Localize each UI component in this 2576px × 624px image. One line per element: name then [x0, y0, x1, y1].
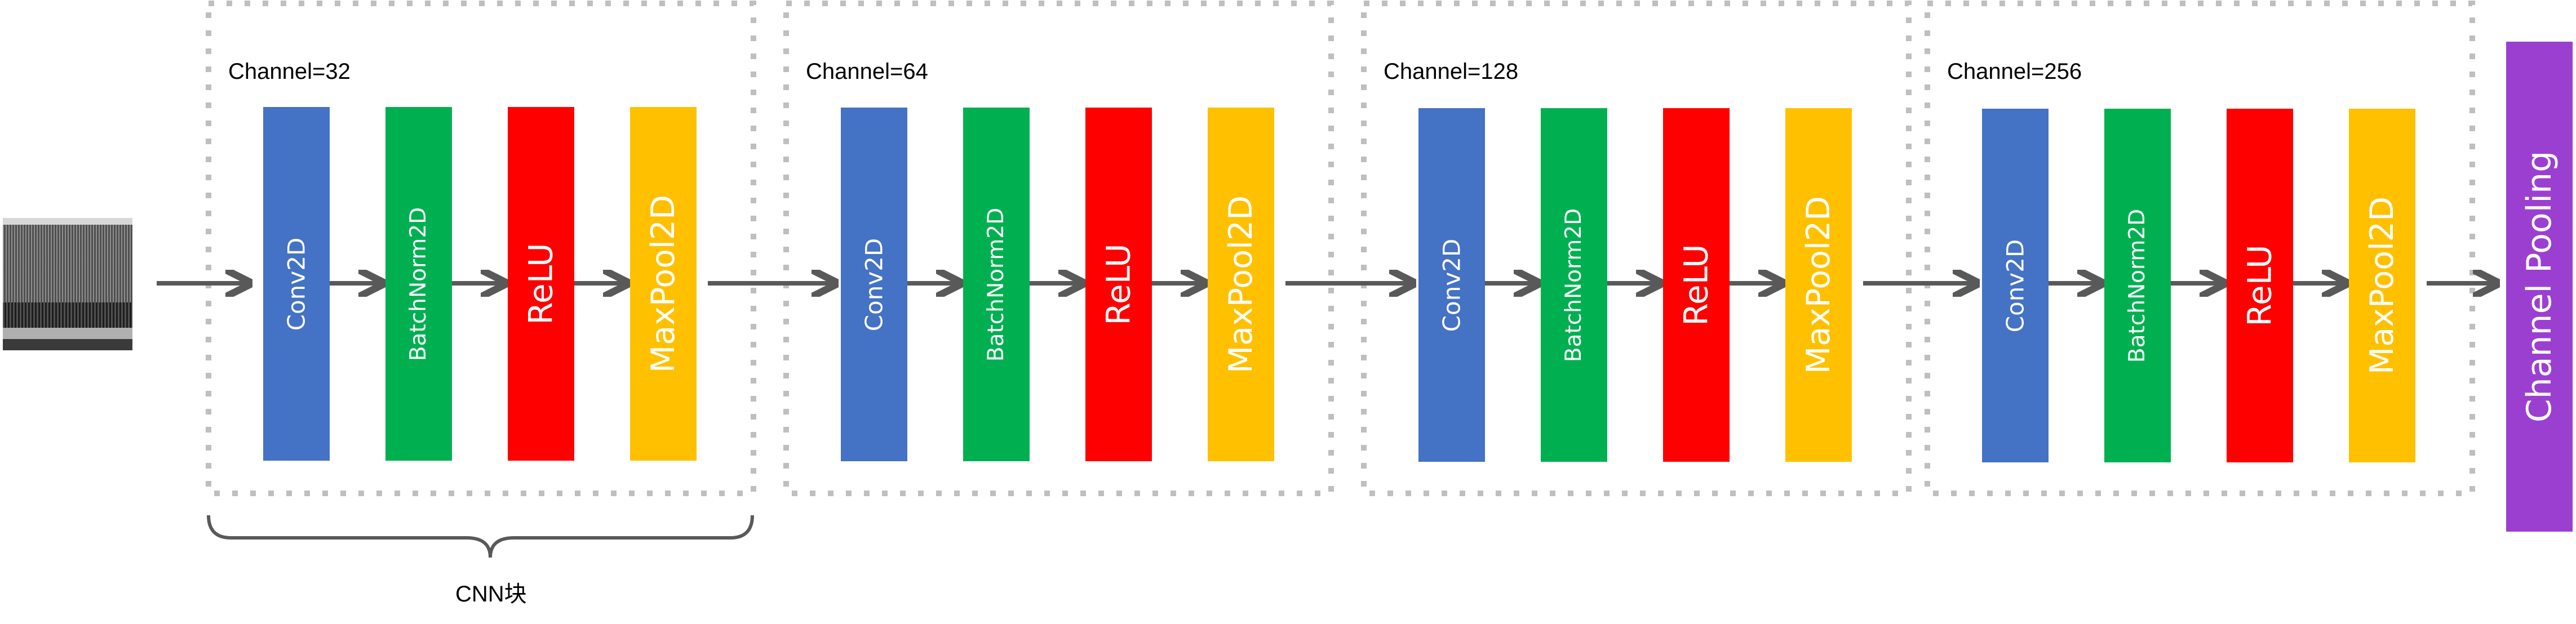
batchnorm2d-label: BatchNorm2D [406, 207, 432, 361]
cnn-block-label: CNN块 [455, 582, 527, 607]
conv2d-layer: Conv2D [263, 107, 330, 461]
maxpool2d-label: MaxPool2D [1222, 195, 1260, 373]
block-channel-label: Channel=256 [1947, 59, 2082, 84]
cnn-block-brace [207, 515, 754, 558]
cnn-block-frame [1361, 1, 1912, 496]
channel-pooling-label: Channel Pooling [2520, 150, 2560, 423]
block-channel-label: Channel=32 [228, 59, 351, 84]
relu-label: ReLU [1099, 243, 1138, 326]
cnn-block-frame [783, 1, 1334, 496]
relu-layer: ReLU [1663, 108, 1730, 462]
cnn-block-frame [206, 1, 756, 496]
maxpool2d-label: MaxPool2D [2364, 197, 2401, 375]
relu-layer: ReLU [508, 107, 574, 461]
relu-label: ReLU [522, 243, 561, 325]
maxpool2d-layer: MaxPool2D [1208, 108, 1274, 461]
batchnorm2d-label: BatchNorm2D [1561, 208, 1587, 362]
block-channel-label: Channel=64 [806, 59, 928, 84]
batchnorm2d-layer: BatchNorm2D [2104, 109, 2171, 462]
channel-pooling-layer: Channel Pooling [2506, 42, 2573, 532]
conv2d-label: Conv2D [282, 237, 311, 331]
relu-layer: ReLU [2227, 109, 2293, 462]
conv2d-label: Conv2D [2001, 239, 2029, 332]
conv2d-label: Conv2D [1438, 238, 1466, 332]
relu-layer: ReLU [1085, 108, 1152, 461]
batchnorm2d-label: BatchNorm2D [2125, 208, 2151, 363]
maxpool2d-label: MaxPool2D [645, 195, 682, 373]
conv2d-layer: Conv2D [841, 108, 907, 461]
relu-label: ReLU [1677, 244, 1716, 326]
conv2d-layer: Conv2D [1982, 109, 2049, 462]
block-channel-label: Channel=128 [1384, 59, 1519, 84]
maxpool2d-layer: MaxPool2D [2349, 109, 2415, 462]
relu-label: ReLU [2241, 244, 2280, 327]
batchnorm2d-layer: BatchNorm2D [963, 108, 1030, 461]
input-image-thumbnail [3, 218, 132, 350]
batchnorm2d-label: BatchNorm2D [983, 207, 1009, 362]
maxpool2d-layer: MaxPool2D [1785, 108, 1852, 462]
maxpool2d-layer: MaxPool2D [630, 107, 697, 461]
batchnorm2d-layer: BatchNorm2D [385, 107, 452, 461]
batchnorm2d-layer: BatchNorm2D [1541, 108, 1607, 462]
conv2d-layer: Conv2D [1418, 108, 1485, 462]
maxpool2d-label: MaxPool2D [1800, 196, 1838, 374]
cnn-block-frame [1925, 1, 2475, 496]
conv2d-label: Conv2D [860, 238, 888, 331]
